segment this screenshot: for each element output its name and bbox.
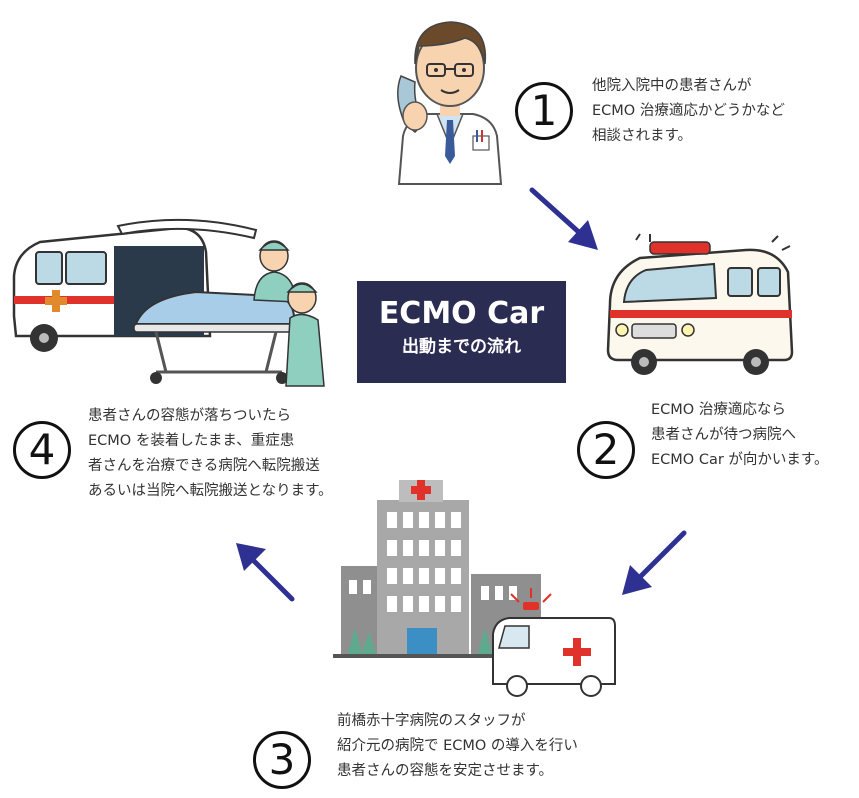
step-2-number: 2	[577, 421, 635, 479]
flow-arrow-icon	[622, 530, 687, 595]
step-1-line: 他院入院中の患者さんが	[592, 78, 752, 94]
step-2-line: 患者さんが待つ病院へ	[651, 427, 796, 443]
title-box: ECMO Car 出動までの流れ	[357, 281, 566, 383]
step-3-number: 3	[253, 731, 311, 789]
step-3-text: 前橋赤十字病院のスタッフが 紹介元の病院で ECMO の導入を行い 患者さんの容…	[337, 709, 578, 784]
step-4-line: あるいは当院へ転院搬送となります。	[88, 483, 333, 499]
step-4-text: 患者さんの容態が落ちついたら ECMO を装着したまま、重症患 者さんを治療でき…	[88, 404, 333, 504]
step-4-line: 者さんを治療できる病院へ転院搬送	[88, 458, 320, 474]
title-subtitle: 出動までの流れ	[402, 337, 521, 357]
step-2-line: ECMO Car が向かいます。	[651, 452, 829, 468]
step-4-line: ECMO を装着したまま、重症患	[88, 433, 295, 449]
step-1-text: 他院入院中の患者さんが ECMO 治療適応かどうかなど 相談されます。	[592, 74, 785, 149]
step-2-line: ECMO 治療適応なら	[651, 402, 786, 418]
doctor-phone-illustration	[397, 21, 503, 185]
ambulance-stretcher-illustration	[12, 218, 325, 387]
title-main: ECMO Car	[378, 296, 545, 331]
step-1-number: 1	[515, 82, 573, 140]
step-2-text: ECMO 治療適応なら 患者さんが待つ病院へ ECMO Car が向かいます。	[651, 398, 828, 473]
step-4-line: 患者さんの容態が落ちついたら	[88, 408, 291, 424]
step-4-number: 4	[13, 421, 71, 479]
flow-arrow-icon	[529, 187, 598, 250]
step-1-line: ECMO 治療適応かどうかなど	[592, 103, 785, 119]
step-3-line: 紹介元の病院で ECMO の導入を行い	[337, 738, 578, 754]
step-1-line: 相談されます。	[592, 128, 693, 144]
step-3-line: 患者さんの容態を安定させます。	[337, 763, 554, 779]
hospital-ambulance-illustration	[333, 480, 616, 697]
step-3-line: 前橋赤十字病院のスタッフが	[337, 713, 526, 729]
ambulance-illustration	[606, 233, 794, 375]
flow-arrow-icon	[236, 543, 295, 602]
